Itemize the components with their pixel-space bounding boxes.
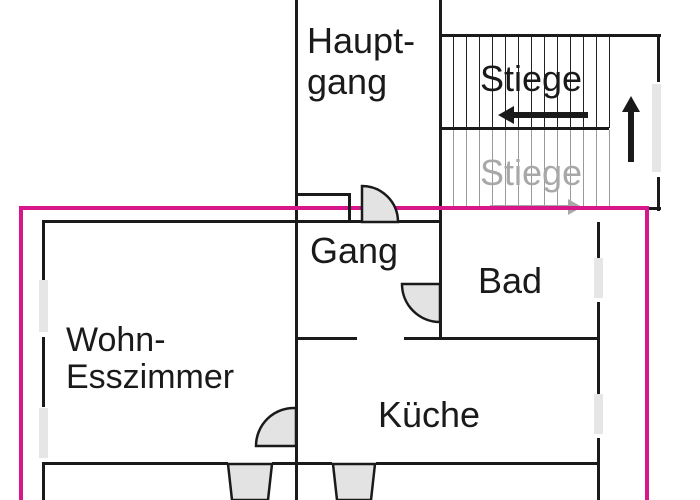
stair-step-line-grey: [531, 130, 532, 208]
gang-kueche-wall-right: [404, 337, 600, 340]
apartment-bottom-wall-2: [272, 462, 332, 465]
stiege-lower-label: Stiege: [480, 152, 583, 193]
stair-step-line-grey: [583, 130, 584, 208]
stair-step-line-grey: [544, 130, 545, 208]
stair-step-line-grey: [505, 130, 506, 208]
stair-step-line: [479, 37, 480, 128]
gang-label: Gang: [310, 230, 399, 271]
stairs-landing-divider: [439, 127, 609, 130]
window-bad: [594, 258, 603, 298]
stair-step-line: [583, 37, 584, 128]
wohn-esszimmer-label-line2: Esszimmer: [66, 358, 235, 396]
door-bottom-right-icon: [331, 462, 377, 500]
bad-label: Bad: [478, 260, 543, 301]
apartment-top-wall-left: [42, 220, 298, 223]
stair-step-line: [453, 37, 454, 128]
stair-step-line: [492, 37, 493, 128]
stair-step-line-grey: [466, 130, 467, 208]
hauptgang-right-wall: [439, 0, 442, 40]
highlight-outline-top: [19, 206, 649, 210]
stair-step-line-grey: [570, 130, 571, 208]
window-wohnzimmer-2: [39, 408, 48, 458]
door-entry-icon: [360, 184, 400, 224]
highlight-outline-right: [645, 206, 649, 500]
stiege-upper-label: Stiege: [480, 58, 583, 99]
apartment-left-wall-2: [42, 337, 45, 407]
apartment-right-wall-3: [597, 438, 600, 500]
window-wohnzimmer-1: [39, 280, 48, 332]
stair-step-line-grey: [453, 130, 454, 208]
stair-step-line-grey: [518, 130, 519, 208]
stair-step-line: [557, 37, 558, 128]
stair-step-line: [518, 37, 519, 128]
apartment-left-wall-1: [42, 220, 45, 280]
door-bad-icon: [400, 282, 442, 324]
entry-niche: [296, 193, 351, 221]
hauptgang-label-line1: Haupt-: [307, 20, 416, 61]
stairs-right-wall-lower: [657, 177, 660, 211]
gang-bad-divider-lower: [439, 325, 442, 340]
door-bottom-left-icon: [226, 462, 274, 500]
stair-step-line: [609, 37, 610, 128]
stair-step-line-grey: [596, 130, 597, 208]
hauptgang-label-line2: gang: [307, 61, 388, 102]
stair-step-line: [544, 37, 545, 128]
apartment-bottom-wall-1: [42, 462, 228, 465]
stairs-top-wall: [439, 34, 661, 37]
door-wohnzimmer-icon: [254, 406, 298, 448]
apartment-right-wall-1: [597, 222, 600, 258]
stairs-right-wall-upper: [657, 34, 660, 82]
apartment-left-wall-3: [42, 462, 45, 500]
apartment-bottom-wall-3: [376, 462, 600, 465]
stairs-left-wall: [439, 34, 442, 338]
highlight-outline-left: [19, 206, 23, 500]
arrow-left-icon: [498, 106, 588, 124]
stair-step-line: [505, 37, 506, 128]
stair-step-line: [466, 37, 467, 128]
stair-step-line-grey: [492, 130, 493, 208]
window-kueche: [594, 394, 603, 434]
stairs-window: [652, 84, 661, 172]
gang-bad-divider: [439, 220, 442, 280]
hauptgang-left-wall: [295, 0, 298, 500]
stair-step-line: [570, 37, 571, 128]
stair-step-line-grey: [479, 130, 480, 208]
arrow-up-icon: [622, 96, 640, 162]
gang-kueche-wall-left: [295, 337, 357, 340]
stair-step-line: [531, 37, 532, 128]
kueche-label: Küche: [378, 394, 481, 435]
wohn-esszimmer-label-line1: Wohn-: [66, 321, 166, 359]
stair-step-line: [596, 37, 597, 128]
stair-step-line-grey: [609, 130, 610, 208]
stair-step-line-grey: [557, 130, 558, 208]
apartment-right-wall-2: [597, 302, 600, 394]
